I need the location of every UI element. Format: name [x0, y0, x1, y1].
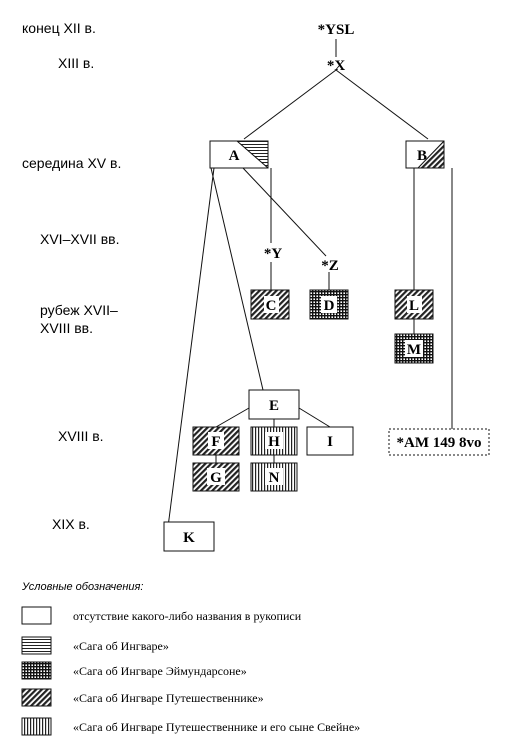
legend-swatch-crosshatch — [21, 661, 52, 680]
legend-text-diagonal: «Сага об Ингваре Путешественнике» — [73, 691, 264, 705]
manuscript-box-d: D — [309, 289, 349, 320]
manuscript-box-n: N — [250, 462, 298, 492]
period-label-turn-17-18th-b: XVIII вв. — [40, 320, 93, 336]
edge-a-e — [210, 167, 264, 391]
legend-text-horizontal: «Сага об Ингваре» — [73, 639, 169, 653]
period-label-19th: XIX в. — [52, 516, 90, 532]
period-label-mid-15th: середина XV в. — [22, 155, 121, 171]
manuscript-label-n: N — [269, 470, 280, 486]
legend: Условные обозначения: отсутствие какого-… — [21, 581, 360, 736]
manuscript-box-h: H — [250, 426, 298, 456]
legend-swatch-none — [21, 606, 52, 625]
manuscript-label-d: D — [324, 298, 335, 314]
period-label-late-12th: конец XII в. — [22, 20, 96, 36]
legend-title: Условные обозначения: — [21, 581, 143, 593]
manuscript-box-i: I — [306, 426, 354, 456]
period-label-16-17th: XVI–XVII вв. — [40, 231, 119, 247]
manuscript-box-l: L — [394, 289, 434, 320]
legend-swatch-horizontal — [21, 636, 52, 655]
legend-text-vertical: «Сага об Ингваре Путешественнике и его с… — [73, 720, 360, 734]
manuscript-label-am149: *AM 149 8vo — [397, 435, 482, 451]
manuscript-box-k: K — [163, 521, 215, 552]
period-label-18th: XVIII в. — [58, 428, 104, 444]
manuscript-box-a: A — [209, 140, 269, 169]
manuscript-label-b: B — [417, 148, 427, 164]
manuscript-box-g: G — [192, 462, 240, 492]
archetype-ysl: *YSL — [318, 22, 355, 38]
manuscript-label-a: A — [229, 148, 240, 164]
manuscript-box-b: B — [405, 140, 445, 169]
edge-e-i — [298, 407, 331, 428]
period-label-turn-17-18th-a: рубеж XVII– — [40, 302, 118, 318]
archetypes: *YSL *X *Y *Z — [264, 22, 355, 274]
manuscript-label-m: M — [407, 342, 421, 358]
manuscript-label-h: H — [268, 434, 280, 450]
manuscript-box-e: E — [248, 389, 300, 420]
manuscript-nodes: A B C D L M — [163, 140, 490, 552]
edge-x-a — [243, 69, 337, 140]
manuscript-box-m: M — [394, 333, 434, 364]
period-labels: конец XII в. XIII в. середина XV в. XVI–… — [22, 20, 121, 532]
edge-x-b — [335, 69, 429, 140]
manuscript-label-e: E — [269, 398, 279, 414]
period-label-13th: XIII в. — [58, 55, 94, 71]
manuscript-label-f: F — [211, 434, 220, 450]
legend-text-none: отсутствие какого-либо названия в рукопи… — [73, 609, 302, 623]
manuscript-label-c: C — [266, 298, 277, 314]
edge-e-f — [215, 407, 250, 428]
stemma-lines — [167, 39, 453, 528]
legend-swatch-diagonal — [21, 688, 52, 707]
manuscript-label-i: I — [327, 434, 333, 450]
archetype-y: *Y — [264, 246, 283, 262]
edge-a-k — [167, 167, 215, 528]
manuscript-box-c: C — [250, 289, 290, 320]
archetype-z: *Z — [321, 258, 339, 274]
legend-swatch-vertical — [21, 717, 52, 736]
manuscript-label-g: G — [210, 470, 222, 486]
manuscript-box-am149: *AM 149 8vo — [388, 428, 490, 456]
manuscript-label-l: L — [409, 298, 419, 314]
manuscript-box-f: F — [192, 426, 240, 456]
archetype-x: *X — [327, 58, 346, 74]
edge-a-z — [242, 167, 327, 257]
legend-text-crosshatch: «Сага об Ингваре Эймундарсоне» — [73, 664, 247, 678]
manuscript-label-k: K — [183, 530, 195, 546]
